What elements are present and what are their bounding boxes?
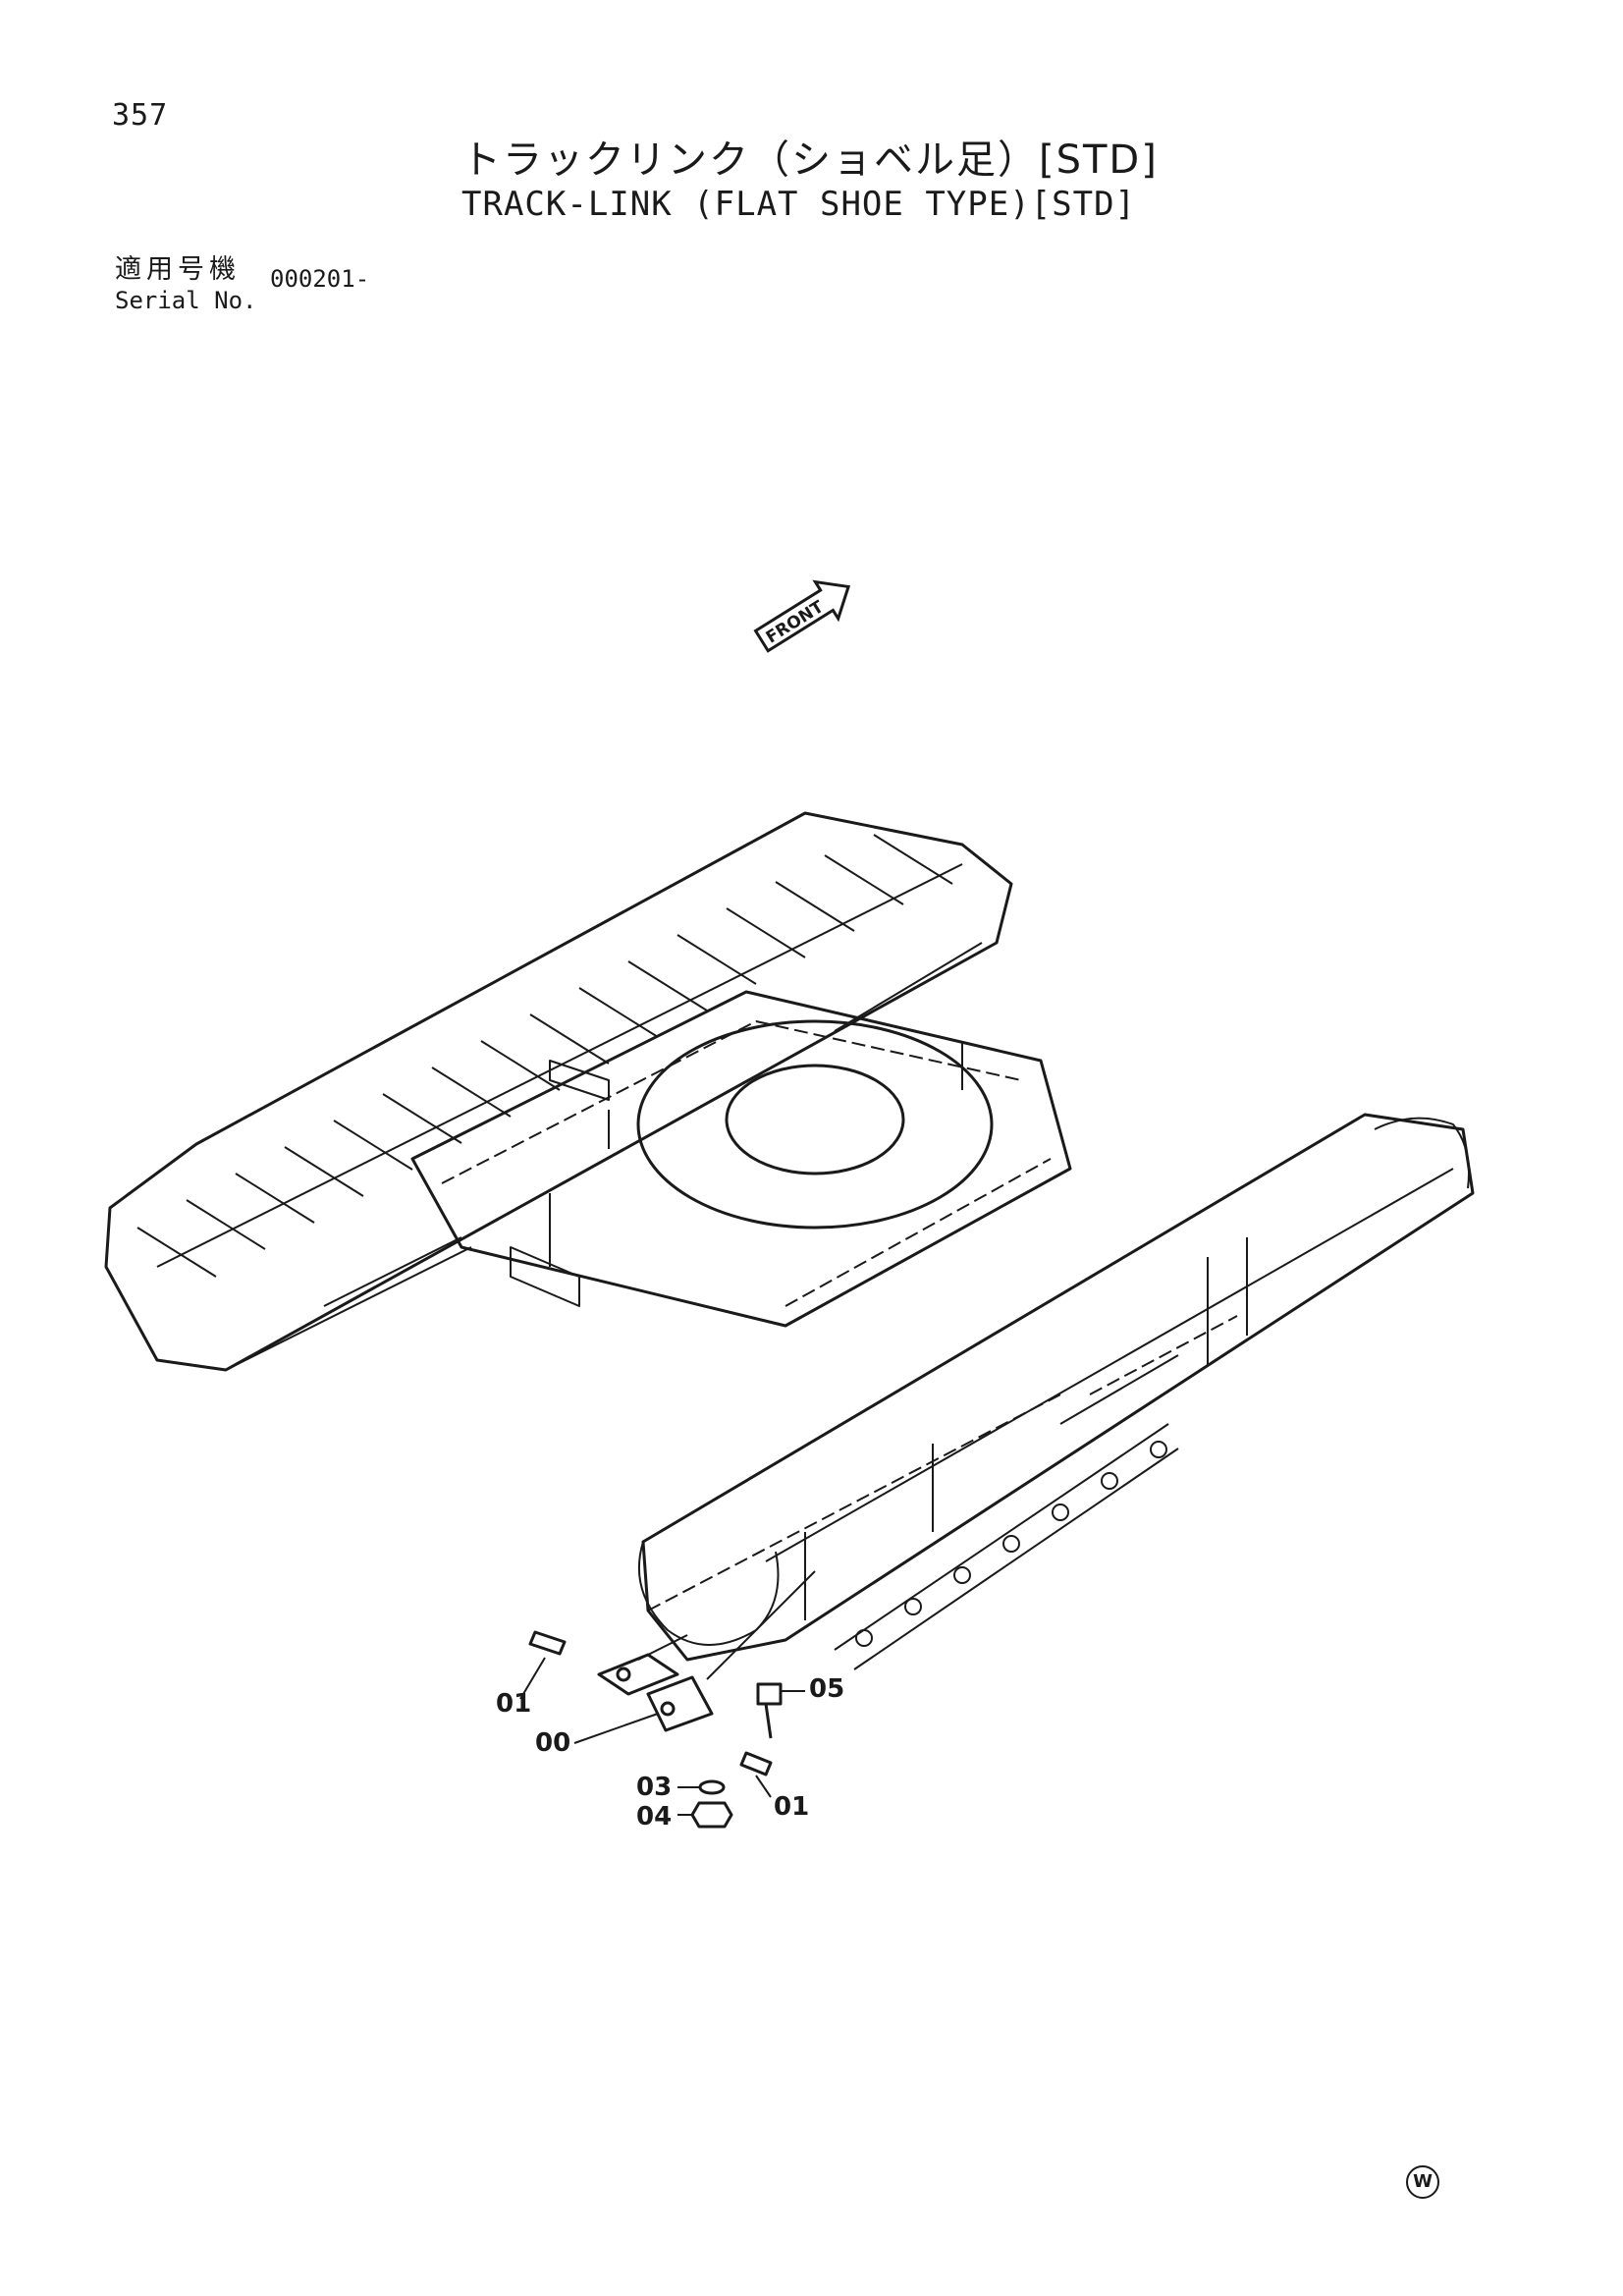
serial-label-japanese: 適用号機 xyxy=(115,254,241,285)
front-arrow-icon: FRONT xyxy=(753,579,851,653)
right-idler xyxy=(637,1541,780,1646)
page-number: 357 xyxy=(112,98,169,133)
callout-01-lower: 01 xyxy=(774,1792,810,1822)
right-chain-links xyxy=(855,1441,1167,1647)
left-track-shoes xyxy=(136,834,963,1278)
title-japanese: トラックリンク（ショベル足）[STD] xyxy=(461,137,1159,183)
washer xyxy=(698,1779,726,1795)
pin-upper xyxy=(528,1630,567,1656)
swing-bearing-outer xyxy=(636,1019,994,1230)
right-track-frame xyxy=(641,1113,1475,1662)
center-frame xyxy=(410,990,1072,1328)
left-track-chain xyxy=(104,811,1013,1372)
callout-03: 03 xyxy=(636,1773,673,1802)
bolt xyxy=(756,1682,783,1739)
right-track-chain-bottom xyxy=(834,1354,1179,1670)
w-mark-icon: W xyxy=(1406,2165,1439,2199)
callout-04: 04 xyxy=(636,1802,673,1831)
title-english: TRACK-LINK (FLAT SHOE TYPE)[STD] xyxy=(461,185,1137,224)
serial-label-english: Serial No. xyxy=(115,287,257,314)
swing-bearing-inner xyxy=(725,1064,905,1175)
nut xyxy=(690,1801,733,1829)
pin-lower xyxy=(739,1751,773,1777)
right-front-idler xyxy=(1374,1117,1470,1189)
left-track-rollers xyxy=(225,942,983,1371)
callout-00: 00 xyxy=(535,1728,571,1758)
callout-05: 05 xyxy=(809,1674,845,1704)
serial-number: 000201- xyxy=(270,265,370,293)
exploded-link xyxy=(597,1653,714,1732)
callout-01-upper: 01 xyxy=(496,1689,532,1719)
